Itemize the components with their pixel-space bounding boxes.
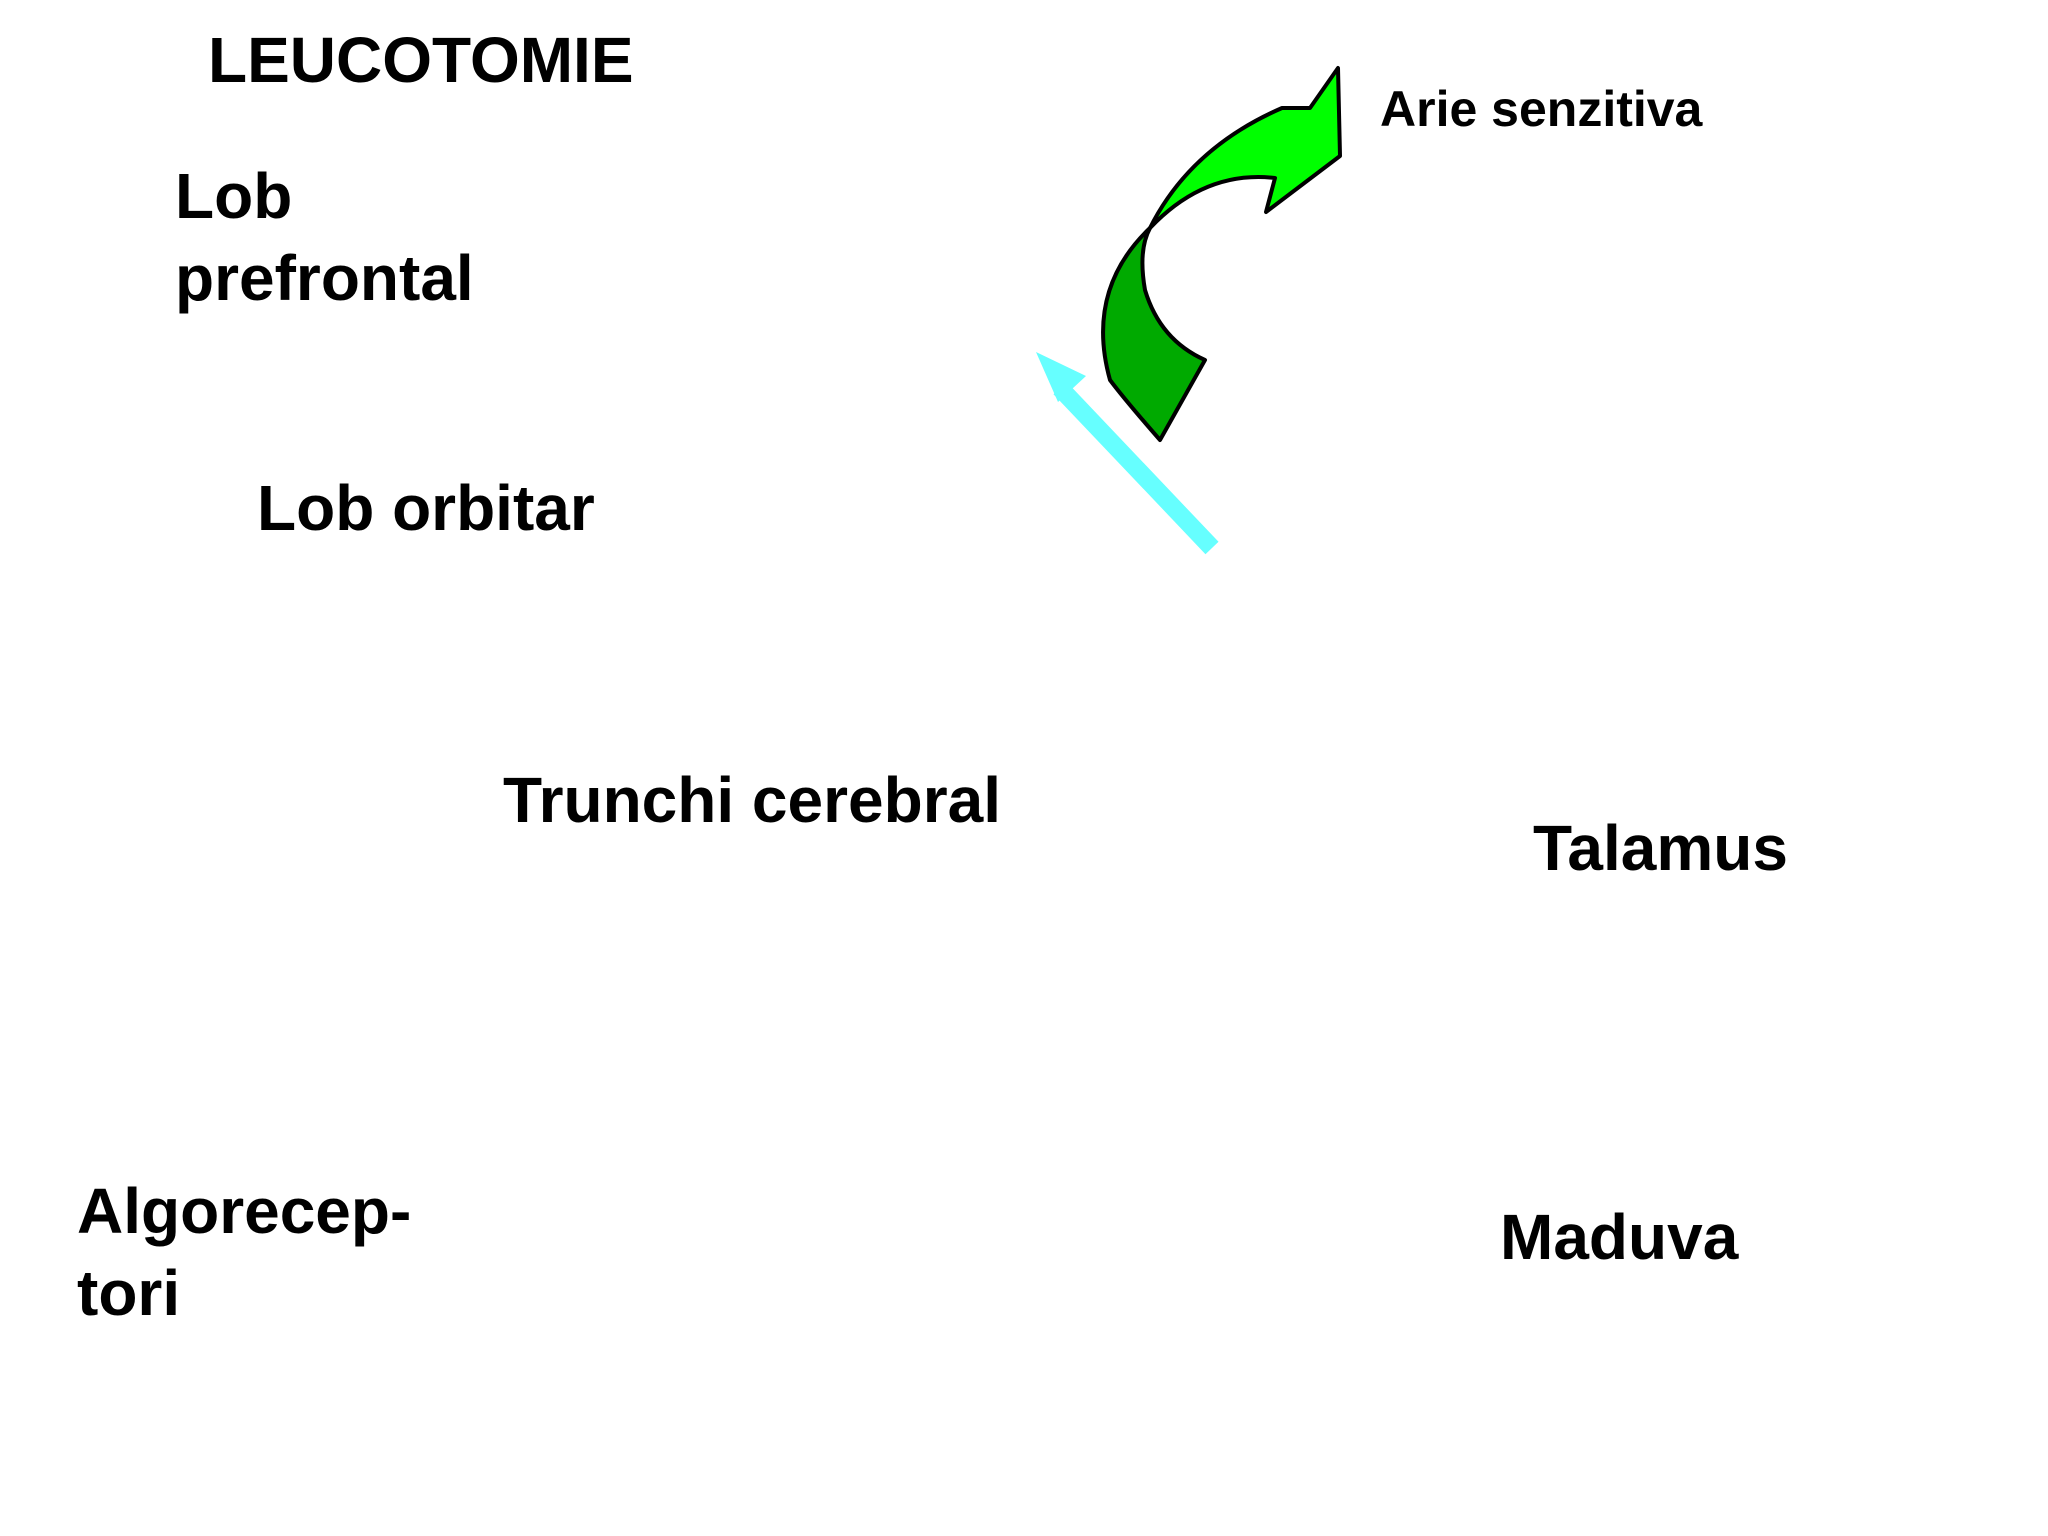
label-maduva: Maduva — [1500, 1201, 1739, 1273]
label-trunchi-cerebral: Trunchi cerebral — [503, 764, 1001, 836]
diagram-title: LEUCOTOMIE — [208, 24, 634, 96]
label-lob-prefrontal: Lob prefrontal — [175, 155, 474, 319]
label-lob-orbitar: Lob orbitar — [257, 472, 595, 544]
label-talamus: Talamus — [1533, 812, 1788, 884]
label-arie-senzitiva: Arie senzitiva — [1380, 81, 1703, 137]
straight-arrow-shaft — [1053, 381, 1219, 555]
label-algoreceptori-line-1: Algorecep- — [77, 1175, 412, 1247]
label-algoreceptori: Algorecep- tori — [77, 1170, 411, 1334]
curved-arrow-tail — [1101, 226, 1207, 442]
curved-arrow-icon — [1101, 66, 1342, 442]
straight-arrow-head — [1036, 352, 1086, 402]
curved-arrow-head — [1148, 66, 1342, 230]
label-lob-prefrontal-line-2: prefrontal — [175, 242, 474, 314]
straight-arrow-icon — [1036, 352, 1219, 555]
label-lob-prefrontal-line-1: Lob — [175, 160, 293, 232]
label-algoreceptori-line-2: tori — [77, 1257, 181, 1329]
